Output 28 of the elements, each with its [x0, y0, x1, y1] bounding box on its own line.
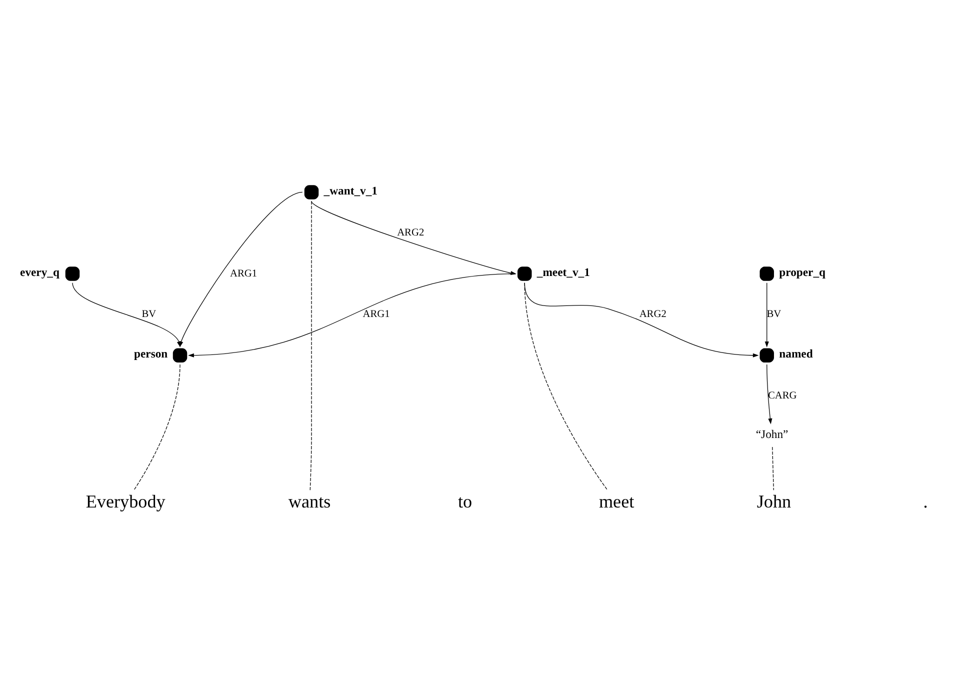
edge-label: ARG1	[362, 308, 390, 320]
edge-label: BV	[142, 308, 156, 320]
arrow	[766, 364, 772, 424]
node-label: _want_v_1	[324, 184, 378, 197]
arrow	[188, 272, 516, 357]
node-text: meet	[598, 490, 634, 511]
edge-label: ARG2	[639, 308, 666, 320]
edge-label: ARG2	[397, 226, 424, 238]
connector	[772, 446, 774, 490]
node-label: person	[134, 347, 168, 360]
arrow	[72, 282, 181, 347]
node-label: proper_q	[779, 266, 826, 279]
edge-label: ARG1	[230, 268, 258, 279]
node-text: John	[756, 490, 792, 511]
node-label: named	[779, 347, 813, 360]
label: to	[458, 490, 472, 511]
edge-label: CARG	[768, 390, 797, 402]
connector	[134, 364, 180, 490]
node-label: _meet_v_1	[536, 266, 590, 279]
node-text: Everybody	[86, 490, 166, 511]
node-text: “John”	[756, 427, 788, 440]
connector	[524, 282, 608, 490]
connector	[310, 200, 312, 490]
arrow	[764, 282, 769, 347]
edge-label: BV	[766, 308, 782, 320]
node-text: wants	[288, 490, 331, 511]
node-label: every_q	[20, 266, 60, 279]
label: .	[923, 490, 928, 511]
